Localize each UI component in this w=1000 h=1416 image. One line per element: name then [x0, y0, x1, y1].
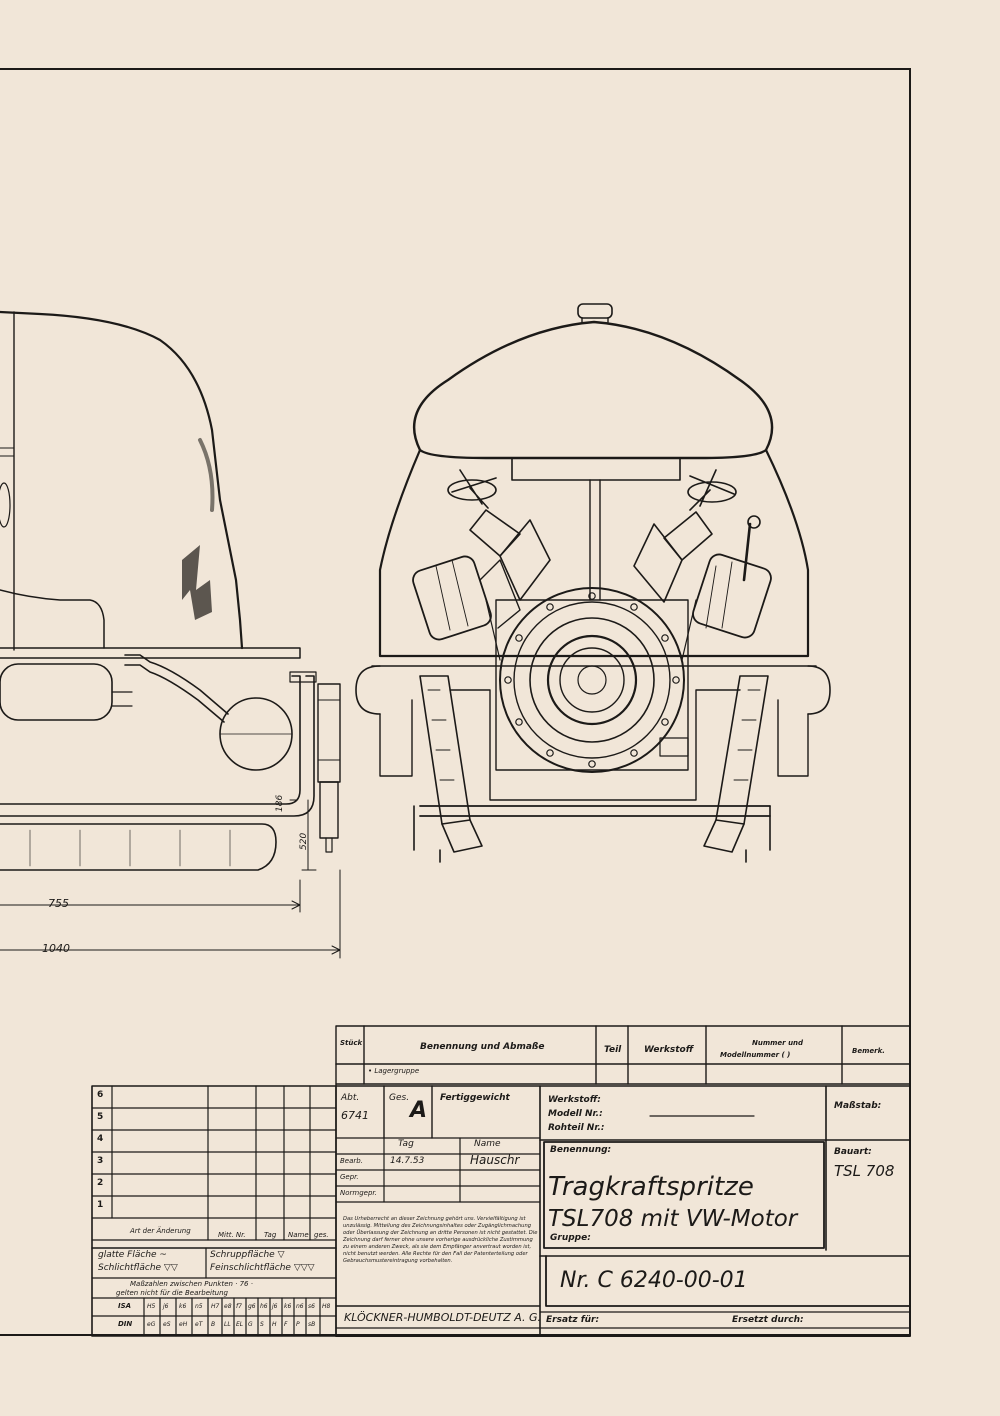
isa-code: s6: [308, 1303, 315, 1310]
isa-code: h6: [260, 1303, 268, 1310]
din-code: eH: [179, 1321, 188, 1328]
din-code: F: [284, 1321, 288, 1328]
isa-code: f7: [236, 1303, 242, 1310]
drawing-number: Nr. C 6240-00-01: [560, 1268, 748, 1293]
dimension-755: 755: [48, 897, 69, 910]
col-mitt-nr: Mitt. Nr.: [218, 1231, 246, 1239]
isa-code: n6: [296, 1303, 304, 1310]
surface-glatt: glatte Fläche ~: [98, 1250, 167, 1260]
isa-code: k6: [179, 1303, 187, 1310]
din-code: H: [272, 1321, 277, 1328]
title-block-grid: [335, 1085, 911, 1337]
ges-signature: A: [410, 1098, 428, 1123]
revision-number-1: 1: [97, 1200, 104, 1210]
revision-number-4: 4: [97, 1134, 104, 1144]
drawing-title-line2: TSL708 mit VW-Motor: [548, 1206, 798, 1232]
revision-number-3: 3: [97, 1156, 104, 1166]
col-teil: Teil: [604, 1045, 622, 1055]
din-code: sB: [308, 1321, 316, 1328]
din-code: B: [211, 1321, 216, 1328]
copyright-notice: Das Urheberrecht an dieser Zeichnung geh…: [343, 1216, 538, 1265]
din-code: eS: [163, 1321, 171, 1328]
werkstoff-label: Werkstoff:: [548, 1095, 601, 1105]
din-code: P: [296, 1321, 300, 1328]
dimension-1040: 1040: [42, 942, 70, 955]
rohteil-label: Rohteil Nr.:: [548, 1123, 605, 1133]
col-stueck: Stück: [340, 1039, 363, 1047]
ersetzt-durch-label: Ersetzt durch:: [732, 1315, 804, 1325]
din-code: LL: [224, 1321, 231, 1328]
parts-list-grid: [335, 1025, 911, 1337]
col-name: Name: [288, 1231, 309, 1239]
gruppe-label: Gruppe:: [550, 1233, 591, 1243]
drawing-title-line1: Tragkraftspritze: [548, 1172, 754, 1202]
bauart-value: TSL 708: [834, 1162, 895, 1180]
bearb-name-signature: Hauschr: [470, 1153, 520, 1167]
isa-code: n5: [195, 1303, 203, 1310]
din-code: EL: [236, 1321, 244, 1328]
isa-code: H8: [322, 1303, 331, 1310]
isa-code: e8: [224, 1303, 232, 1310]
company-name: KLÖCKNER-HUMBOLDT-DEUTZ A. G.: [344, 1311, 542, 1324]
normgepr-label: Normgepr.: [340, 1189, 377, 1197]
abt-value: 6741: [341, 1109, 369, 1122]
dimension-520: 520: [299, 832, 309, 850]
din-code: G: [248, 1321, 253, 1328]
revision-number-6: 6: [97, 1090, 104, 1100]
isa-label: ISA: [118, 1302, 132, 1310]
row-lagergruppe: • Lagergruppe: [368, 1067, 420, 1075]
fertiggewicht-label: Fertiggewicht: [440, 1093, 510, 1103]
din-label: DIN: [118, 1320, 133, 1328]
bearb-label: Bearb.: [340, 1157, 363, 1165]
dimension-186: 186: [275, 794, 285, 812]
col-benennung: Benennung und Abmaße: [420, 1042, 545, 1052]
col-nummer-line2: Modellnummer ( ): [720, 1051, 791, 1059]
isa-code: k6: [284, 1303, 292, 1310]
isa-code: j6: [272, 1303, 278, 1310]
masszahl-line2: gelten nicht für die Bearbeitung: [116, 1289, 228, 1297]
isa-code: H7: [211, 1303, 220, 1310]
isa-code: g6: [248, 1303, 256, 1310]
surface-schrupp: Schruppfläche ▽: [210, 1250, 285, 1260]
massstab-label: Maßstab:: [834, 1101, 882, 1111]
abt-label: Abt.: [341, 1093, 360, 1103]
din-code: eG: [147, 1321, 156, 1328]
gepr-label: Gepr.: [340, 1173, 359, 1181]
din-code: S: [260, 1321, 264, 1328]
isa-code: j6: [163, 1303, 169, 1310]
revision-number-5: 5: [97, 1112, 104, 1122]
surface-schlicht: Schlichtfläche ▽▽: [98, 1263, 178, 1273]
benennung-label: Benennung:: [550, 1145, 612, 1155]
ges-label: Ges.: [389, 1093, 410, 1103]
col-bemerk: Bemerk.: [852, 1047, 885, 1055]
col-nummer-line1: Nummer und: [752, 1039, 804, 1047]
col-tag: Tag: [264, 1231, 277, 1239]
name-label: Name: [474, 1139, 501, 1149]
revision-grid: [91, 1085, 337, 1337]
ersatz-fuer-label: Ersatz für:: [546, 1315, 600, 1325]
col-ges: ges.: [314, 1231, 329, 1239]
front-view: [355, 303, 831, 863]
bauart-label: Bauart:: [834, 1147, 872, 1157]
col-art-der-aenderung: Art der Änderung: [130, 1227, 191, 1235]
col-werkstoff: Werkstoff: [644, 1045, 694, 1055]
masszahl-line1: Maßzahlen zwischen Punkten · 76 ·: [130, 1280, 253, 1288]
bearb-date: 14.7.53: [390, 1156, 425, 1166]
modell-label: Modell Nr.:: [548, 1109, 603, 1119]
side-view: [0, 310, 341, 959]
surface-feinschlicht: Feinschlichtfläche ▽▽▽: [210, 1263, 315, 1273]
revision-number-2: 2: [97, 1178, 104, 1188]
tag-label: Tag: [398, 1139, 414, 1149]
isa-code: H5: [147, 1303, 156, 1310]
din-code: eT: [195, 1321, 203, 1328]
